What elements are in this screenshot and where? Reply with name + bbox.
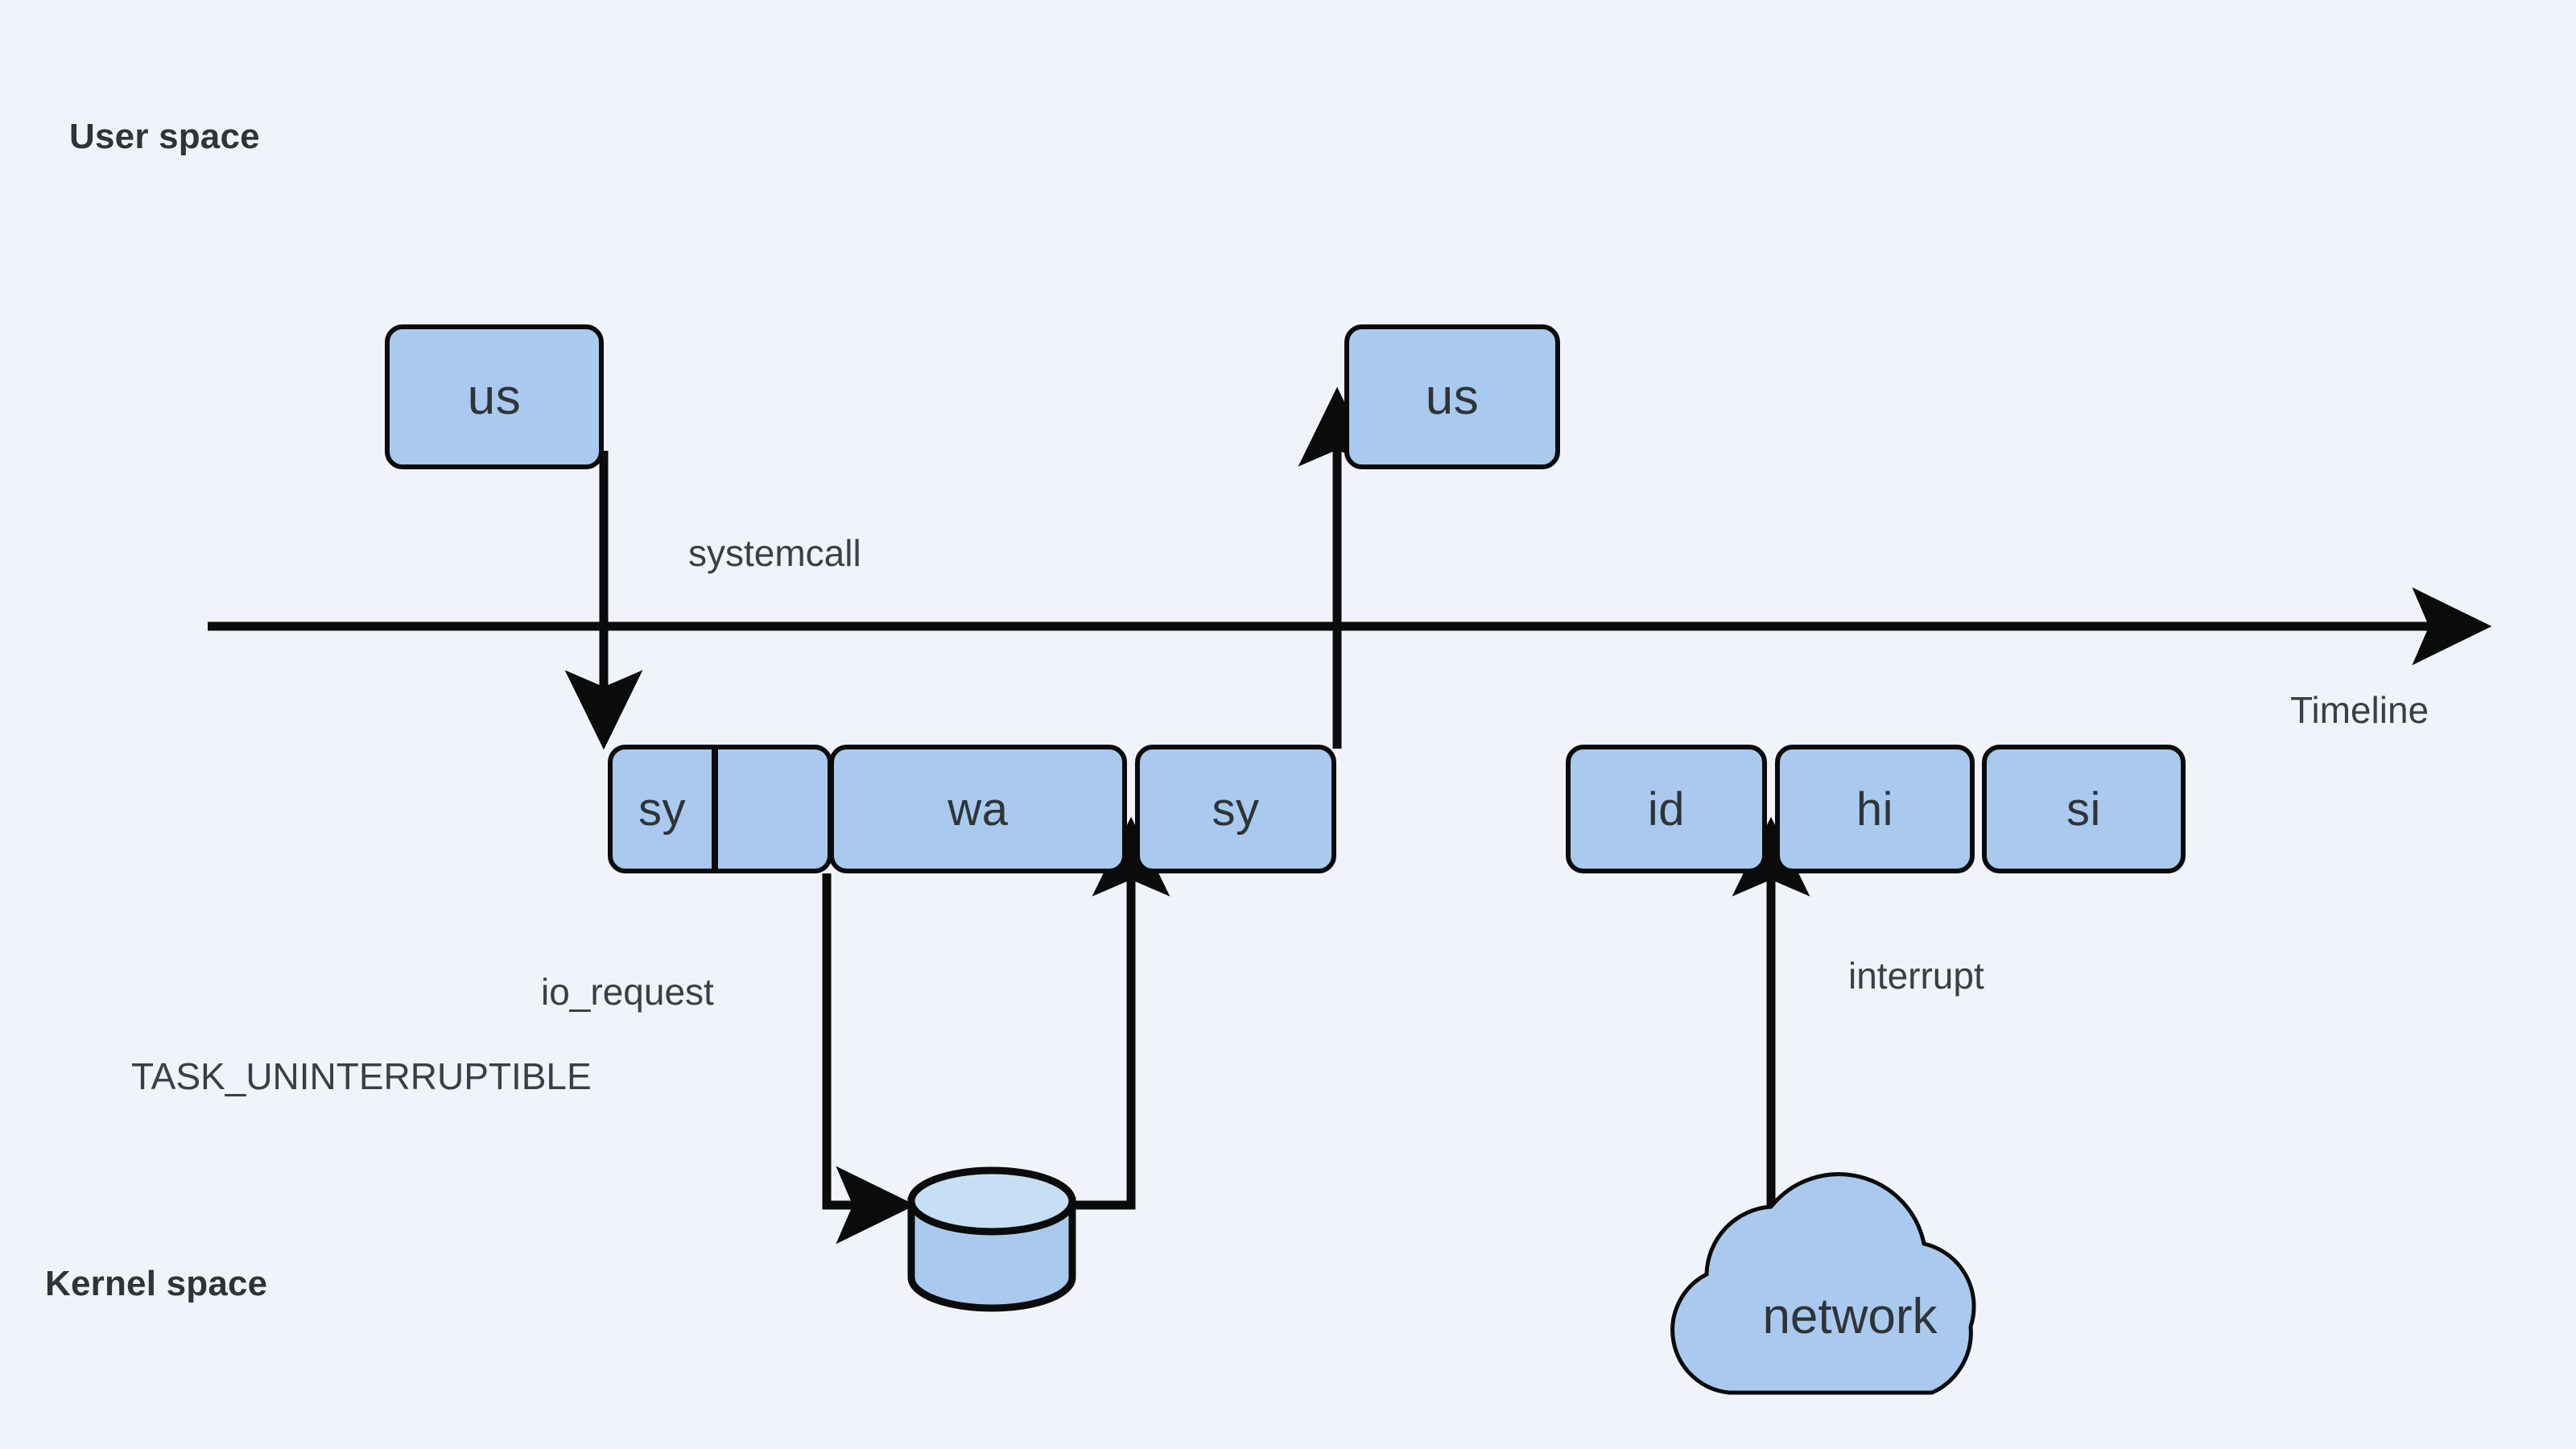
timeline-axis-label: Timeline [2290, 689, 2429, 731]
user-node-us-right[interactable]: us [1344, 324, 1560, 469]
database-cylinder-icon [907, 1166, 1076, 1312]
edge-label-systemcall: systemcall [688, 532, 861, 574]
kernel-node-sy-2[interactable]: sy [1135, 745, 1336, 873]
kernel-node-id[interactable]: id [1566, 745, 1767, 873]
edge-label-io-request: io_request [541, 971, 714, 1013]
edge-label-interrupt: interrupt [1848, 955, 1984, 997]
edge-label-task-uninterruptible: TASK_UNINTERRUPTIBLE [131, 1055, 592, 1097]
kernel-node-sy-1[interactable]: sy [608, 745, 716, 873]
user-space-label: User space [69, 117, 260, 156]
kernel-node-wa[interactable]: wa [829, 745, 1127, 873]
kernel-node-hi[interactable]: hi [1775, 745, 1975, 873]
kernel-node-sy-1-extension [713, 745, 832, 873]
edge-io-request [822, 873, 916, 1245]
network-cloud-icon [1670, 1172, 1976, 1395]
user-node-us-left[interactable]: us [385, 324, 604, 469]
kernel-node-si[interactable]: si [1982, 745, 2186, 873]
edge-io-complete [1075, 816, 1170, 1210]
kernel-space-label: Kernel space [45, 1264, 268, 1303]
network-cloud-label: network [1762, 1289, 1938, 1344]
